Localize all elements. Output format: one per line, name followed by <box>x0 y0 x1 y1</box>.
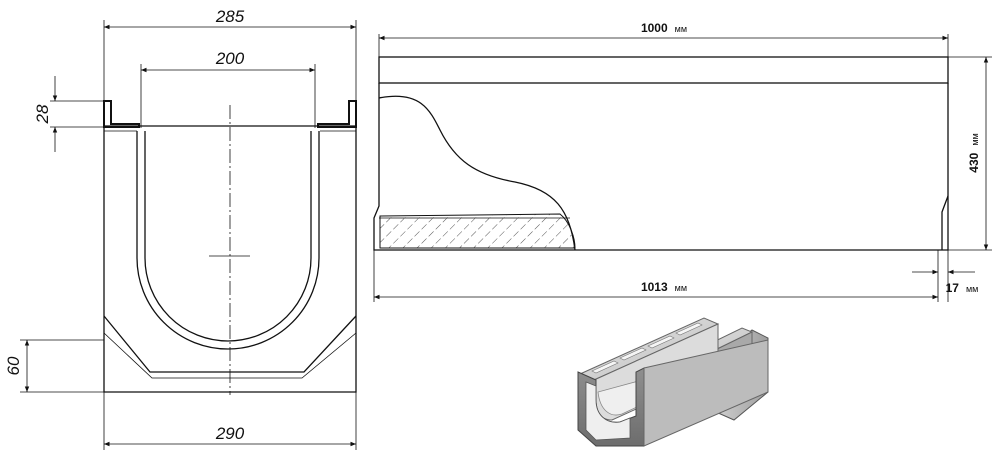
dim-offset: 17 мм <box>946 279 979 296</box>
dim-length: 1000 мм <box>641 19 687 36</box>
section-view: 285 200 28 60 290 <box>4 7 357 450</box>
inner-channel <box>136 131 320 350</box>
cutaway-curve <box>378 95 576 251</box>
dim-height: 430 мм <box>965 133 982 172</box>
left-flange <box>103 100 140 128</box>
dim-bottom-width: 290 <box>215 424 245 443</box>
right-flange <box>317 100 357 128</box>
dim-top-width: 285 <box>215 7 245 26</box>
inner-channel-offset <box>144 131 312 342</box>
dim-total-length: 1013 мм <box>641 278 687 295</box>
isometric-view <box>577 317 769 447</box>
hatched-section <box>379 213 576 249</box>
dim-inner-width: 200 <box>215 49 245 68</box>
side-view: 1000 мм 430 мм 1013 мм 17 мм <box>373 19 992 302</box>
side-body-outline <box>373 83 949 251</box>
side-top-band <box>378 56 949 84</box>
dim-flange-height: 28 <box>33 104 52 124</box>
dim-base-height: 60 <box>4 356 23 375</box>
base-chamfer <box>103 315 357 373</box>
